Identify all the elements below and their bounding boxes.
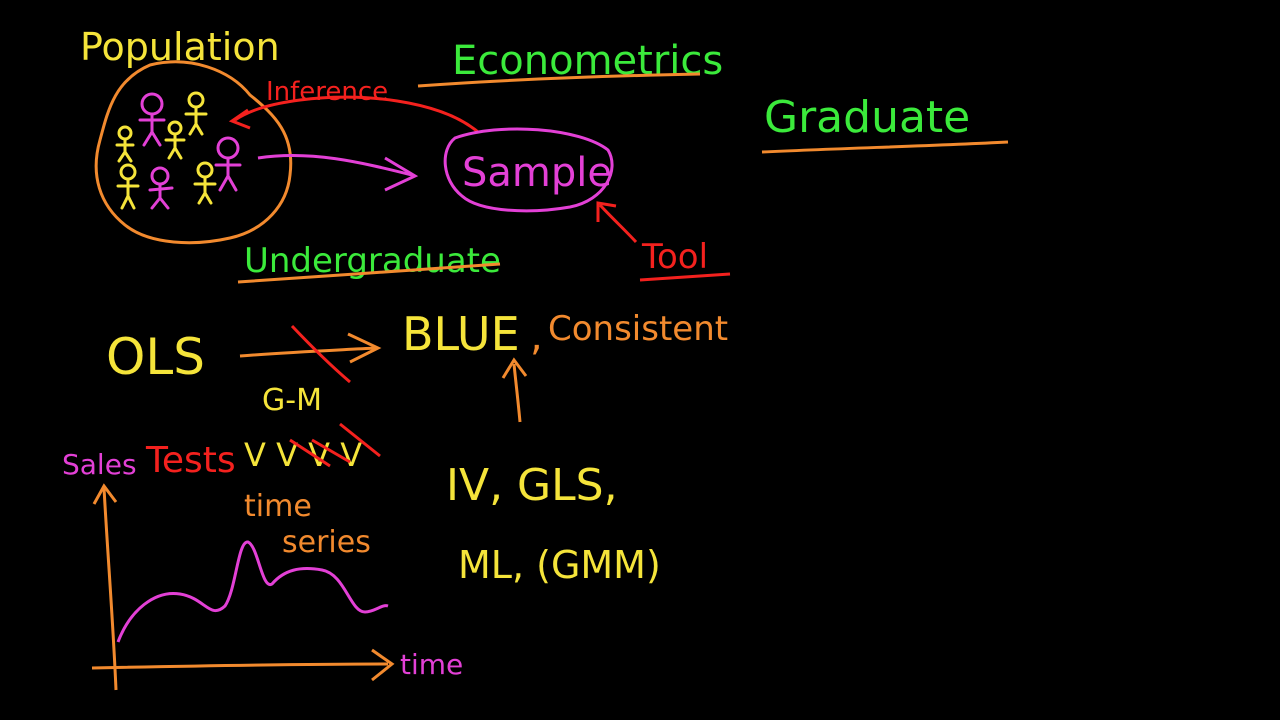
inference-arrow (234, 95, 479, 134)
blue-comma: , (530, 314, 543, 360)
ml-gmm-label: ML, (GMM) (458, 543, 661, 587)
tests-label: Tests (145, 440, 236, 481)
undergraduate-underline (237, 262, 501, 284)
gauss-markov-label: G-M (262, 383, 322, 418)
sample-label: Sample (462, 150, 612, 196)
time-series-label-line2: series (282, 525, 371, 560)
undergraduate-title: Undergraduate (244, 241, 501, 281)
sales-curve (116, 540, 389, 643)
tool-arrowhead-icon (596, 201, 617, 222)
x-axis-arrowhead-icon (371, 648, 395, 682)
population-label: Population (80, 25, 280, 69)
people-icon (115, 91, 242, 210)
methods-arrow (512, 363, 522, 423)
tool-label: Tool (641, 237, 708, 277)
inference-arrowhead-icon (228, 108, 251, 130)
econometrics-underline (417, 72, 701, 88)
y-axis-arrowhead-icon (92, 483, 118, 505)
check-strike-mark (289, 422, 381, 468)
cross-out-mark (290, 324, 351, 384)
methods-arrowhead-icon (501, 357, 528, 379)
x-axis (91, 662, 389, 670)
iv-gls-label: IV, GLS, (446, 460, 618, 511)
sampling-arrowhead-icon (384, 156, 419, 192)
y-axis (102, 487, 118, 691)
graduate-underline (761, 140, 1009, 154)
graduate-title: Graduate (764, 92, 970, 143)
assumption-checks: V V V V (244, 436, 362, 474)
time-series-label-line1: time (244, 489, 312, 524)
blue-label: BLUE (402, 307, 520, 361)
sample-bubble (443, 127, 614, 213)
tool-arrow (598, 203, 638, 244)
population-blob (94, 60, 293, 245)
ols-arrowhead-icon (347, 332, 382, 364)
sales-label: Sales (62, 448, 137, 481)
tool-underline (639, 272, 731, 282)
time-axis-label: time (400, 648, 463, 681)
ols-arrow (239, 346, 376, 358)
ols-label: OLS (106, 328, 205, 386)
consistent-label: Consistent (548, 309, 728, 349)
sampling-arrow (257, 153, 413, 177)
